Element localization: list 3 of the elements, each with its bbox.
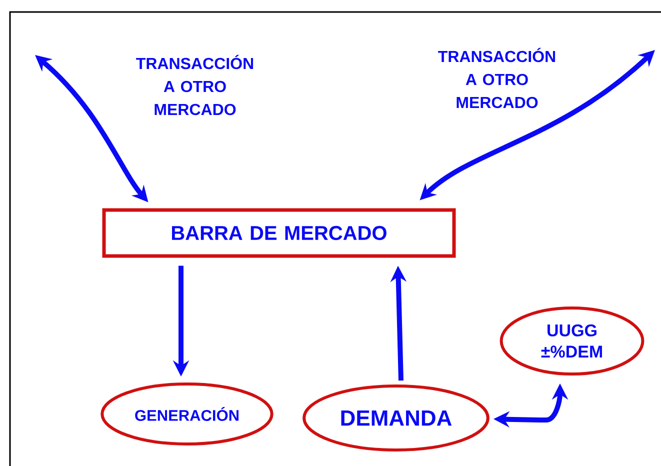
label-text: TRANSACCIÓN A OTRO MERCADO	[438, 48, 556, 108]
label-text: TRANSACCIÓN A OTRO MERCADO	[136, 54, 254, 116]
market-box: BARRA DE MERCADO	[102, 208, 456, 258]
